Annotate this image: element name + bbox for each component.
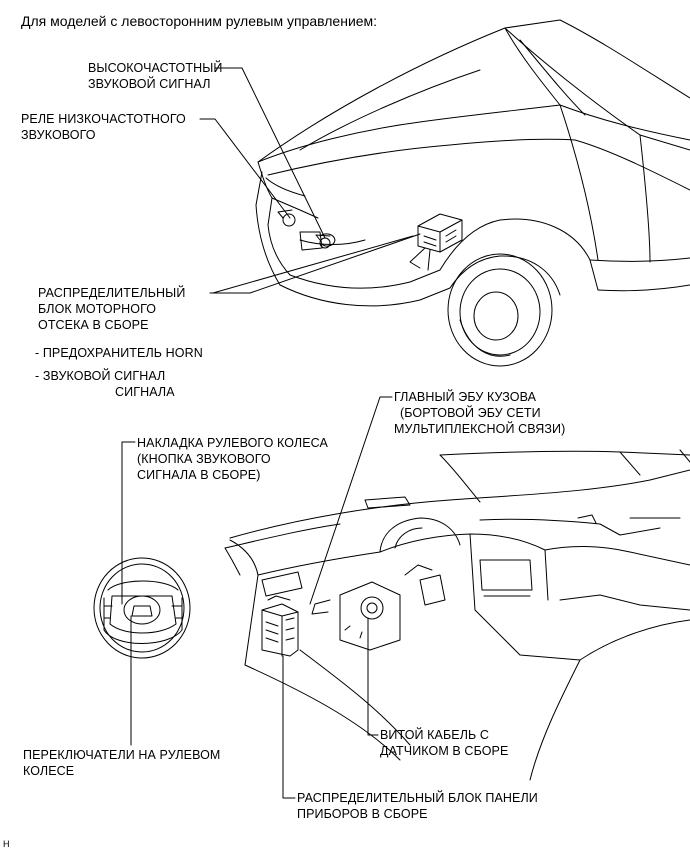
callout-line: КОЛЕСЕ <box>23 764 75 778</box>
callout-line: РАСПРЕДЕЛИТЕЛЬНЫЙ <box>38 286 186 300</box>
callout-line: ГЛАВНЫЙ ЭБУ КУЗОВА <box>394 390 537 404</box>
callout-spiral-cable: ВИТОЙ КАБЕЛЬ С ДАТЧИКОМ В СБОРЕ <box>380 727 508 759</box>
callout-engine-junction-block: РАСПРЕДЕЛИТЕЛЬНЫЙ БЛОК МОТОРНОГО ОТСЕКА … <box>38 285 185 333</box>
callout-line: ЗВУКОВОЙ СИГНАЛ <box>88 77 211 91</box>
car-front-illustration <box>256 20 690 366</box>
callout-line: ДАТЧИКОМ В СБОРЕ <box>380 744 509 758</box>
callout-fuse-horn: - ПРЕДОХРАНИТЕЛЬ HORN <box>35 346 203 360</box>
callout-low-horn-relay: РЕЛЕ НИЗКОЧАСТОТНОГО ЗВУКОВОГО <box>21 111 186 143</box>
callout-line: РЕЛЕ НИЗКОЧАСТОТНОГО <box>21 112 186 126</box>
callout-line: (КНОПКА ЗВУКОВОГО <box>137 452 271 466</box>
callout-line: СИГНАЛА В СБОРЕ) <box>137 468 261 482</box>
callout-steering-switches: ПЕРЕКЛЮЧАТЕЛИ НА РУЛЕВОМ КОЛЕСЕ <box>23 747 220 779</box>
leader-lines-top <box>200 68 420 293</box>
callout-body-ecu: ГЛАВНЫЙ ЭБУ КУЗОВА (БОРТОВОЙ ЭБУ СЕТИ МУ… <box>394 389 565 437</box>
leader-lines-bottom <box>122 397 392 798</box>
callout-line: ПРИБОРОВ В СБОРЕ <box>297 807 428 821</box>
callout-line: - ЗВУКОВОЙ СИГНАЛ <box>35 369 166 383</box>
callout-line: ВИТОЙ КАБЕЛЬ С <box>380 728 490 742</box>
callout-instrument-junction-block: РАСПРЕДЕЛИТЕЛЬНЫЙ БЛОК ПАНЕЛИ ПРИБОРОВ В… <box>297 790 538 822</box>
steering-wheel-illustration <box>94 558 190 658</box>
callout-line: РАСПРЕДЕЛИТЕЛЬНЫЙ БЛОК ПАНЕЛИ <box>297 791 538 805</box>
callout-horn-relay: - ЗВУКОВОЙ СИГНАЛ СИГНАЛА <box>35 368 175 400</box>
callout-line: ЗВУКОВОГО <box>21 128 96 142</box>
dashboard-illustration <box>225 450 690 780</box>
callout-line: ОТСЕКА В СБОРЕ <box>38 318 149 332</box>
callout-line: (БОРТОВОЙ ЭБУ СЕТИ <box>400 406 541 420</box>
callout-line: ВЫСОКОЧАСТОТНЫЙ <box>88 61 223 75</box>
diagram-title: Для моделей с левосторонним рулевым упра… <box>21 13 378 29</box>
callout-line: НАКЛАДКА РУЛЕВОГО КОЛЕСА <box>137 436 328 450</box>
callout-line: МУЛЬТИПЛЕКСНОЙ СВЯЗИ) <box>394 422 566 436</box>
callout-high-horn: ВЫСОКОЧАСТОТНЫЙ ЗВУКОВОЙ СИГНАЛ <box>88 60 222 92</box>
callout-line: СИГНАЛА <box>115 385 175 399</box>
callout-steering-pad: НАКЛАДКА РУЛЕВОГО КОЛЕСА (КНОПКА ЗВУКОВО… <box>137 435 328 483</box>
figure-code: H <box>3 839 10 849</box>
callout-line: БЛОК МОТОРНОГО <box>38 302 157 316</box>
callout-line: ПЕРЕКЛЮЧАТЕЛИ НА РУЛЕВОМ <box>23 748 221 762</box>
